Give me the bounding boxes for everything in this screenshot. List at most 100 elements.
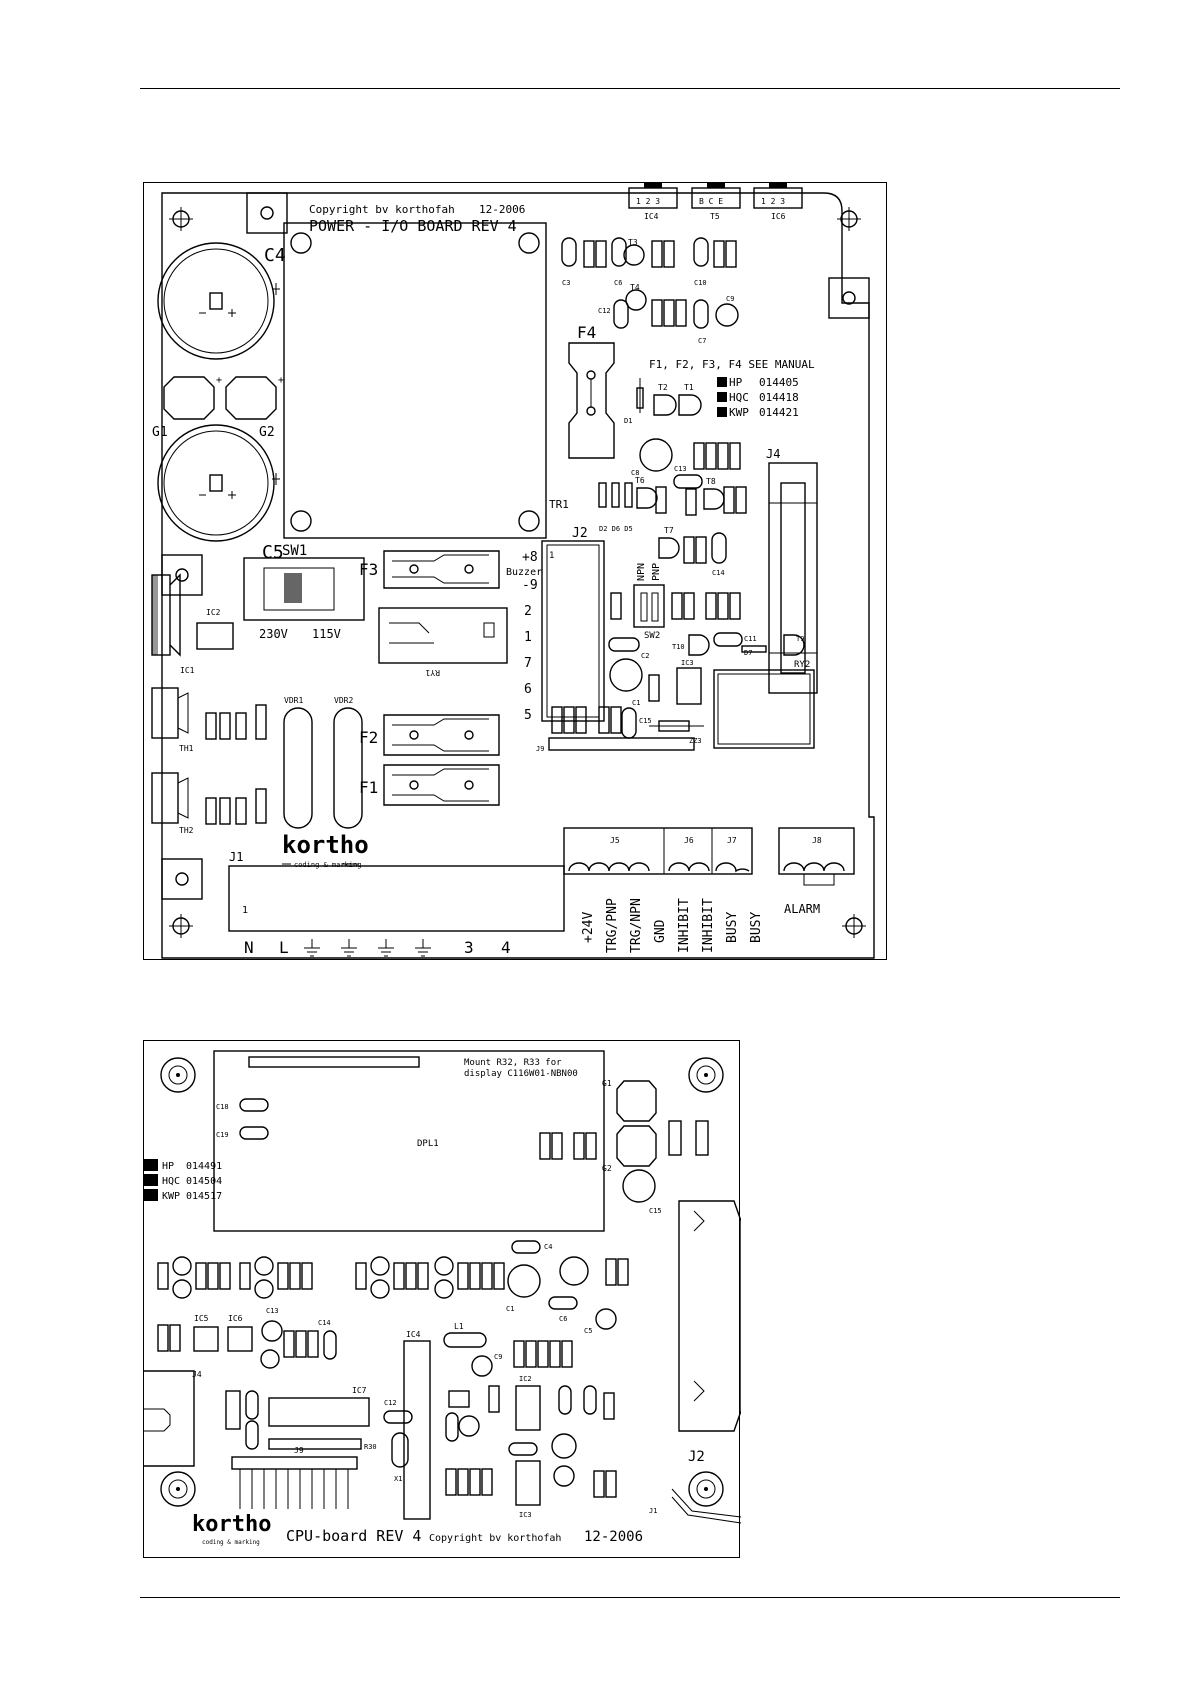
j1-pin-labels: N L 3 4 xyxy=(244,938,511,957)
svg-text:C5: C5 xyxy=(262,542,284,563)
capacitor-c2: C2 xyxy=(608,637,649,660)
transistor-t3: T3 xyxy=(623,238,645,266)
svg-text:J5: J5 xyxy=(610,836,620,845)
svg-text:N: N xyxy=(244,938,254,957)
capacitor-c8: C8 xyxy=(631,438,673,477)
resistor-array xyxy=(205,788,267,825)
ic3: IC3 xyxy=(676,659,702,705)
resistor-r13 xyxy=(488,1385,500,1413)
transistor-row-mid xyxy=(355,1256,505,1299)
resistor-array xyxy=(445,1468,617,1498)
svg-text:INHIBIT: INHIBIT xyxy=(677,898,692,953)
connector-j9: J9 xyxy=(231,1446,358,1509)
connector-j8: J8 ALARM xyxy=(778,827,855,916)
power-board-title: POWER - I/O BOARD REV 4 xyxy=(309,217,517,235)
svg-text:T9: T9 xyxy=(796,635,804,643)
svg-text:C11: C11 xyxy=(744,635,757,643)
svg-text:014405: 014405 xyxy=(759,376,799,389)
transistor-row-left xyxy=(157,1256,313,1299)
svg-text:DPL1: DPL1 xyxy=(417,1139,439,1149)
resistor-r12 xyxy=(603,1392,615,1420)
svg-text:GND: GND xyxy=(653,919,668,943)
board-inner-outline xyxy=(161,192,875,959)
svg-text:J6: J6 xyxy=(684,836,694,845)
ic-small xyxy=(559,1256,589,1286)
svg-text:TRG/PNP: TRG/PNP xyxy=(605,898,620,953)
svg-text:D2 D6 D5: D2 D6 D5 xyxy=(599,525,633,533)
mount-note-1: Mount R32, R33 for xyxy=(464,1058,562,1068)
cpu-copyright: Copyright bv korthofah xyxy=(429,1533,561,1544)
svg-text:5: 5 xyxy=(524,708,532,723)
resistor-array xyxy=(513,1340,573,1368)
svg-text:ZZ3: ZZ3 xyxy=(689,737,702,745)
resistor-array xyxy=(693,442,741,470)
mount-hole xyxy=(688,1057,724,1093)
resistor-array xyxy=(610,592,741,620)
mount-hole xyxy=(160,1057,196,1093)
transistor-t7: T7 xyxy=(658,526,680,559)
power-io-board-drawing: Copyright bv korthofah 12-2006 POWER - I… xyxy=(151,183,875,959)
svg-text:T3: T3 xyxy=(628,238,638,247)
cpu-logo-sub: coding & marking xyxy=(202,1539,260,1546)
diode-d1: D1 xyxy=(624,378,644,425)
svg-text:L: L xyxy=(279,938,289,957)
capacitor-c8 xyxy=(448,1390,470,1408)
capacitor-c12: C12 xyxy=(598,299,629,329)
svg-text:+: + xyxy=(278,375,284,386)
svg-text:F1: F1 xyxy=(359,778,378,797)
svg-text:VDR2: VDR2 xyxy=(334,696,353,705)
svg-text:014421: 014421 xyxy=(759,406,799,419)
svg-text:TR1: TR1 xyxy=(549,498,569,511)
svg-text:INHIBIT: INHIBIT xyxy=(701,898,716,953)
relay-ry1: RY1 xyxy=(378,607,508,677)
svg-text:C14: C14 xyxy=(712,569,725,577)
svg-text:C10: C10 xyxy=(694,279,707,287)
svg-text:IC4: IC4 xyxy=(644,212,659,221)
svg-text:C2: C2 xyxy=(641,652,649,660)
svg-text:2: 2 xyxy=(524,604,532,619)
mount-note-2: display C116W01-NBN00 xyxy=(464,1069,578,1079)
svg-text:B C E: B C E xyxy=(699,197,723,206)
resistor-array xyxy=(683,536,707,564)
svg-text:C4: C4 xyxy=(544,1243,552,1251)
svg-text:C6: C6 xyxy=(614,279,622,287)
ic5: IC5 xyxy=(193,1314,219,1352)
transistor-t10: T10 xyxy=(672,634,710,656)
svg-text:J4: J4 xyxy=(766,447,780,461)
capacitor-c6: C6 xyxy=(611,237,627,287)
t5-header: B C ET5 xyxy=(691,183,741,221)
resistor-array xyxy=(651,299,687,327)
resistor-r26 xyxy=(648,674,660,702)
svg-text:C4: C4 xyxy=(264,245,286,266)
svg-text:T8: T8 xyxy=(706,477,716,486)
battery-g1: G1 xyxy=(602,1079,657,1122)
svg-text:+: + xyxy=(216,375,222,386)
capacitor-c6: C6 xyxy=(548,1296,578,1323)
capacitor-column xyxy=(225,1390,259,1450)
capacitor-c3: C3 xyxy=(561,237,577,287)
resistor-array xyxy=(583,240,607,268)
svg-text:C15: C15 xyxy=(649,1207,662,1215)
svg-text:D7: D7 xyxy=(744,649,752,657)
svg-text:1: 1 xyxy=(524,630,532,645)
svg-text:4: 4 xyxy=(501,938,511,957)
transistor-t4: T4 xyxy=(625,283,647,311)
capacitor-c14: C14 xyxy=(318,1319,337,1360)
svg-text:SW1: SW1 xyxy=(282,543,307,559)
capacitor-c11: C11 xyxy=(713,632,757,647)
capacitor-c16 xyxy=(508,1442,538,1456)
ic1: IC1 xyxy=(151,573,195,675)
svg-text:F4: F4 xyxy=(577,323,596,342)
zener-zz3: ZZ3 xyxy=(649,720,704,745)
capacitor-c20 xyxy=(551,1433,577,1459)
svg-text:C8: C8 xyxy=(631,469,639,477)
svg-text:IC5: IC5 xyxy=(194,1314,209,1323)
svg-text:014418: 014418 xyxy=(759,391,799,404)
svg-text:T4: T4 xyxy=(630,283,640,292)
svg-text:T6: T6 xyxy=(635,476,645,485)
alarm-label: ALARM xyxy=(784,902,820,916)
capacitor-c5: C5 xyxy=(584,1308,617,1335)
connector-j1: J1 1 xyxy=(228,850,565,932)
